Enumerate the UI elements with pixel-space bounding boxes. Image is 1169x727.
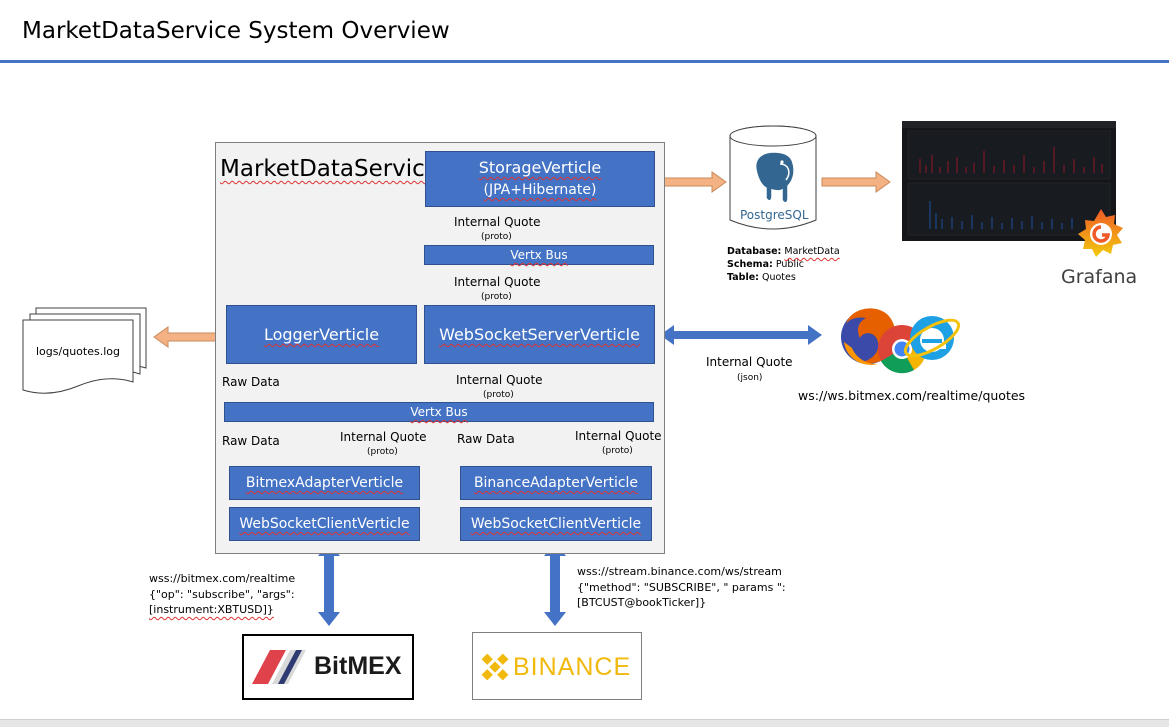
service-label: MarketDataService — [220, 156, 439, 182]
ws-client-verticle-left[interactable]: WebSocketClientVerticle — [229, 507, 420, 541]
grafana-dashboard-screenshot — [902, 121, 1116, 241]
storage-verticle[interactable]: StorageVerticle (JPA+Hibernate) — [425, 151, 655, 207]
bottom-scroll-strip — [0, 719, 1169, 727]
salmon-arrow-to-log — [153, 326, 223, 348]
ws-client-right-label: WebSocketClientVerticle — [470, 516, 642, 532]
bitmex-endpoint-line2: {"op": "subscribe", "args": — [149, 588, 295, 601]
postgres-database-icon — [729, 125, 817, 230]
db-table-line: Table: Quotes — [727, 271, 796, 284]
postgres-label: PostgreSQL — [740, 208, 809, 222]
proto-label: (proto) — [602, 446, 633, 456]
raw-data-label: Raw Data — [222, 375, 280, 389]
websocket-server-verticle[interactable]: WebSocketServerVerticle — [424, 305, 655, 364]
db-schema-value: Public — [775, 259, 804, 270]
raw-data-label: Raw Data — [457, 432, 515, 446]
bitmex-adapter-verticle[interactable]: BitmexAdapterVerticle — [229, 466, 420, 500]
binance-logo-icon — [481, 653, 509, 681]
binance-endpoint-line2: {"method": "SUBSCRIBE", " params ": — [577, 581, 786, 594]
proto-label: (proto) — [483, 390, 514, 400]
internal-quote-label: Internal Quote — [454, 275, 541, 289]
binance-adapter-label: BinanceAdapterVerticle — [473, 475, 639, 491]
vertx-bus-top-label: Vertx Bus — [510, 248, 568, 262]
internal-quote-label: Internal Quote — [340, 430, 427, 444]
logger-verticle-label: LoggerVerticle — [263, 325, 380, 344]
salmon-arrow-to-postgres — [657, 171, 727, 193]
binance-endpoint-line1: wss://stream.binance.com/ws/stream — [577, 565, 782, 578]
binance-logo-text: BINANCE — [513, 653, 632, 681]
db-database-line: Database: MarketData — [727, 245, 840, 258]
logger-verticle[interactable]: LoggerVerticle — [226, 305, 417, 364]
db-table-key: Table: — [727, 272, 759, 283]
internal-quote-label: Internal Quote — [456, 373, 543, 387]
browser-websocket-url: ws://ws.bitmex.com/realtime/quotes — [798, 388, 1026, 403]
ws-client-verticle-right[interactable]: WebSocketClientVerticle — [460, 507, 652, 541]
vertx-bus-bottom-label: Vertx Bus — [410, 405, 468, 419]
binance-logo-box: BINANCE — [472, 632, 642, 700]
bitmex-logo-icon — [252, 650, 306, 684]
json-label: (json) — [737, 373, 763, 383]
grafana-icon — [1078, 209, 1123, 257]
binance-endpoint-line3: [BTCUST@bookTicker]} — [577, 596, 707, 609]
document-stack-icon — [22, 307, 147, 394]
salmon-arrows — [153, 171, 891, 348]
proto-label: (proto) — [481, 292, 512, 302]
binance-adapter-verticle[interactable]: BinanceAdapterVerticle — [460, 466, 652, 500]
browser-icons — [841, 308, 961, 374]
salmon-arrow-to-grafana — [821, 171, 891, 193]
double-arrows — [318, 325, 822, 626]
storage-verticle-label: StorageVerticle — [478, 158, 602, 177]
db-database-value: MarketData — [784, 246, 840, 257]
bitmex-logo-box: BitMEX — [242, 634, 414, 700]
db-table-value: Quotes — [762, 272, 796, 283]
bitmex-endpoint-line3: [instrument:XBTUSD]} — [149, 603, 274, 616]
bitmex-double-arrow — [318, 542, 340, 626]
page-title: MarketDataService System Overview — [22, 18, 450, 44]
bitmex-logo-text: BitMEX — [314, 652, 402, 680]
proto-label: (proto) — [367, 447, 398, 457]
db-schema-key: Schema: — [727, 259, 773, 270]
db-schema-line: Schema: Public — [727, 258, 804, 271]
log-file-label: logs/quotes.log — [36, 345, 120, 358]
binance-double-arrow — [544, 542, 566, 626]
ie-icon — [903, 316, 961, 360]
db-database-key: Database: — [727, 246, 782, 257]
bitmex-endpoint-line1: wss://bitmex.com/realtime — [149, 572, 296, 585]
grafana-label: Grafana — [1061, 266, 1138, 288]
internal-quote-label: Internal Quote — [575, 429, 662, 443]
vertx-bus-bottom: Vertx Bus — [224, 402, 654, 422]
postgres-elephant-icon — [754, 151, 795, 204]
internal-quote-label: Internal Quote — [454, 215, 541, 229]
title-divider — [0, 60, 1169, 63]
bitmex-adapter-label: BitmexAdapterVerticle — [245, 475, 404, 491]
ws-client-left-label: WebSocketClientVerticle — [239, 516, 410, 532]
websocket-browser-double-arrow — [660, 325, 822, 345]
websocket-server-verticle-label: WebSocketServerVerticle — [439, 325, 640, 344]
storage-verticle-sub: (JPA+Hibernate) — [483, 182, 597, 198]
vertx-bus-top: Vertx Bus — [424, 245, 654, 265]
internal-quote-label: Internal Quote — [706, 355, 793, 369]
raw-data-label: Raw Data — [222, 434, 280, 448]
proto-label: (proto) — [481, 232, 512, 242]
